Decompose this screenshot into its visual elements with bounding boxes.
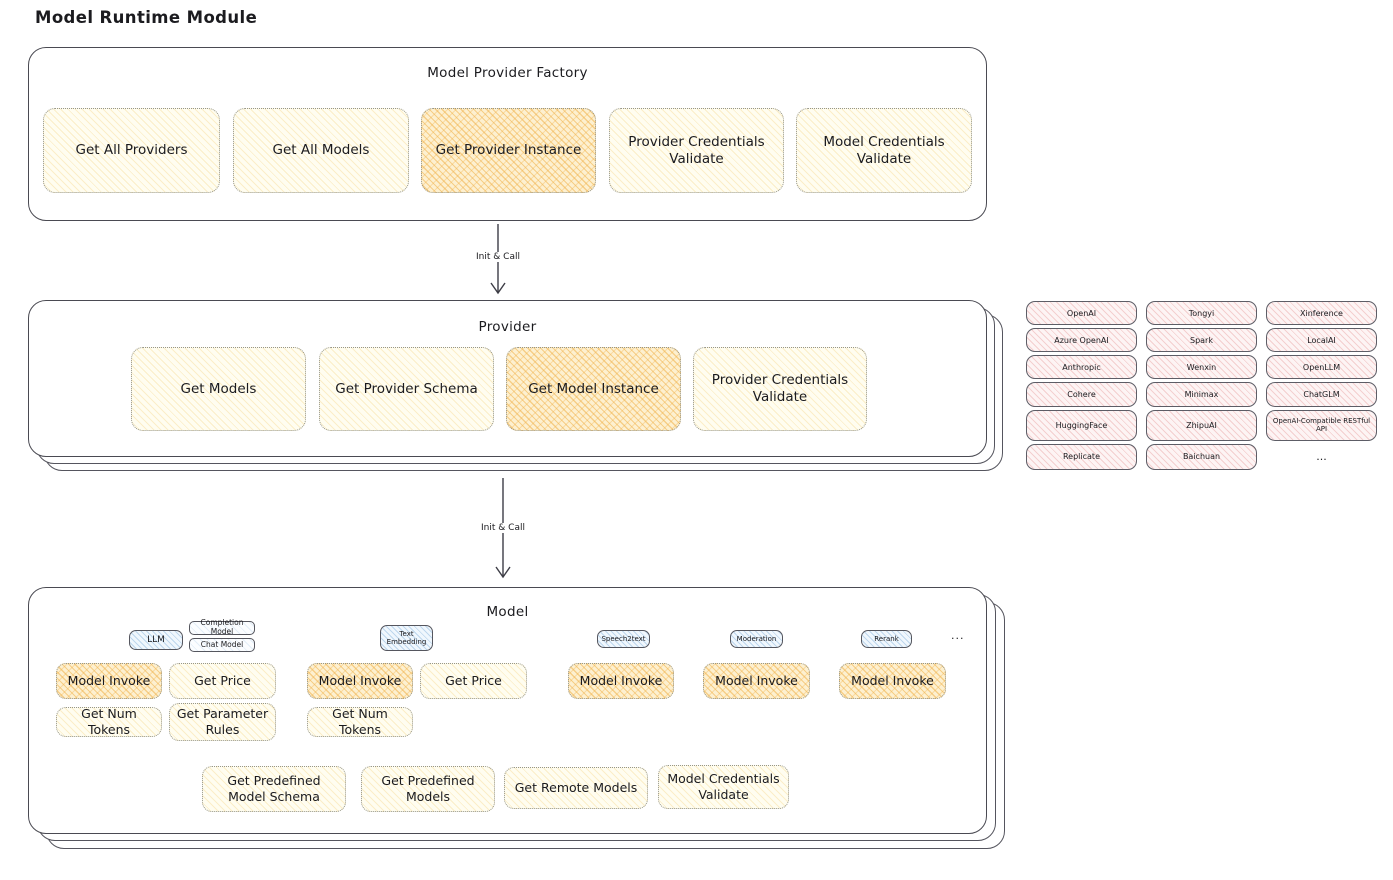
page-title: Model Runtime Module [35,8,258,27]
provider-list: OpenAI Tongyi Xinference Azure OpenAI Sp… [1026,301,1377,470]
button-get-remote-models: Get Remote Models [504,767,648,809]
provider-item-azure-openai: Azure OpenAI [1026,328,1137,353]
model-box: Model LLM Completion Model Chat Model Te… [28,587,987,834]
badge-rerank: Rerank [861,630,912,648]
badge-chat-model: Chat Model [189,638,255,652]
arrow-label-init-call-2: Init & Call [477,523,529,533]
button-get-parameter-rules: Get Parameter Rules [169,703,276,741]
provider-item-openai: OpenAI [1026,301,1137,326]
badge-text-embedding: Text Embedding [380,625,433,651]
provider-item-baichuan: Baichuan [1146,443,1257,470]
button-get-all-models: Get All Models [233,108,409,193]
badge-llm: LLM [129,630,183,650]
button-model-invoke-moderation: Model Invoke [703,663,810,699]
provider-item-cohere: Cohere [1026,382,1137,407]
button-model-invoke-speech2text: Model Invoke [568,663,674,699]
button-model-invoke-text-embedding: Model Invoke [307,663,413,699]
arrow-label-init-call-1: Init & Call [472,252,524,262]
provider-item-spark: Spark [1146,328,1257,353]
model-types-more: ... [951,629,965,642]
button-model-invoke-rerank: Model Invoke [839,663,946,699]
provider-item-more: ... [1316,450,1327,464]
model-title: Model [486,604,529,620]
button-model-credentials-validate-2: Model Credentials Validate [658,765,789,809]
button-provider-credentials-validate: Provider Credentials Validate [609,108,784,193]
provider-item-localai: LocalAI [1266,328,1377,353]
button-get-predefined-models: Get Predefined Models [361,766,495,812]
factory-title: Model Provider Factory [427,65,588,81]
badge-completion-model: Completion Model [189,619,255,636]
button-get-price-text-embedding: Get Price [420,663,527,699]
provider-item-zhipuai: ZhipuAI [1146,409,1257,441]
provider-item-openllm: OpenLLM [1266,355,1377,380]
button-get-price-llm: Get Price [169,663,276,699]
provider-item-wenxin: Wenxin [1146,355,1257,380]
button-get-provider-instance: Get Provider Instance [421,108,596,193]
provider-box: Provider Get Models Get Provider Schema … [28,300,987,457]
button-get-predefined-model-schema: Get Predefined Model Schema [202,766,346,812]
provider-item-openai-compatible-restful-api: OpenAI-Compatible RESTful API [1266,409,1377,441]
button-get-num-tokens-text-embedding: Get Num Tokens [307,706,413,737]
button-model-credentials-validate: Model Credentials Validate [796,108,972,193]
badge-speech2text: Speech2text [597,630,650,648]
button-get-all-providers: Get All Providers [43,108,220,193]
provider-item-anthropic: Anthropic [1026,355,1137,380]
button-provider-credentials-validate-2: Provider Credentials Validate [693,347,867,431]
button-model-invoke-llm: Model Invoke [56,663,162,699]
provider-item-chatglm: ChatGLM [1266,382,1377,407]
provider-item-huggingface: HuggingFace [1026,409,1137,441]
provider-item-tongyi: Tongyi [1146,301,1257,326]
button-get-model-instance: Get Model Instance [506,347,681,431]
button-get-models: Get Models [131,347,306,431]
badge-moderation: Moderation [730,630,783,648]
provider-title: Provider [478,319,537,335]
button-get-num-tokens-llm: Get Num Tokens [56,706,162,737]
provider-item-replicate: Replicate [1026,443,1137,470]
button-get-provider-schema: Get Provider Schema [319,347,494,431]
provider-item-minimax: Minimax [1146,382,1257,407]
provider-item-xinference: Xinference [1266,301,1377,326]
factory-box: Model Provider Factory Get All Providers… [28,47,987,221]
